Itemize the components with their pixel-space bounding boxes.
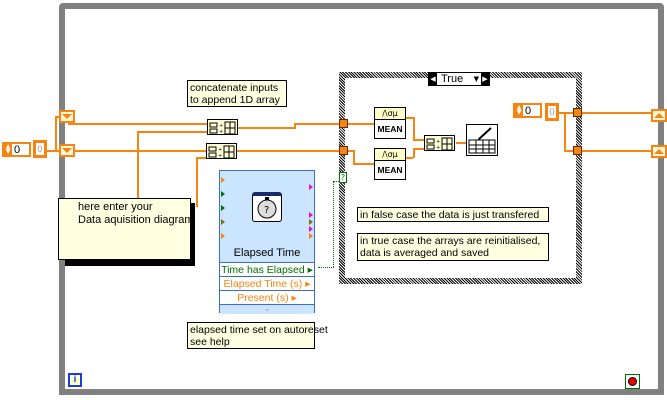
right-numeric-control[interactable]: ▲▼ 0 — [513, 103, 542, 118]
statistics-icon: /\σμ — [375, 108, 405, 120]
note-elapsed-time: elapsed time set on autoreset see help — [187, 322, 328, 349]
mean-node-2[interactable]: /\σμ MEAN — [374, 148, 406, 180]
svg-text:+: + — [219, 129, 223, 135]
stop-condition-icon[interactable] — [625, 374, 640, 389]
express-vi-title: Elapsed Time — [233, 247, 301, 259]
svg-text:?: ? — [264, 205, 269, 216]
build-array-node-3[interactable]: ++ — [424, 135, 455, 151]
left-numeric-value: 0 — [14, 143, 21, 156]
shift-register-right-2[interactable] — [651, 145, 667, 158]
shift-register-left-1[interactable] — [59, 110, 75, 123]
svg-text:+: + — [436, 139, 440, 145]
stopwatch-icon: ? — [252, 192, 282, 222]
note-data-acquisition: here enter your Data aquisition diagram — [58, 198, 194, 260]
case-selector-terminal-icon[interactable]: ? — [339, 172, 347, 183]
right-numeric-value: 0 — [525, 104, 532, 117]
write-spreadsheet-icon[interactable] — [466, 124, 498, 156]
shift-register-up-icon — [654, 113, 664, 118]
case-output-tunnel-2[interactable] — [573, 146, 582, 155]
note-true-case: in true case the arrays are reinitialise… — [357, 233, 549, 261]
svg-text:+: + — [436, 145, 440, 151]
case-input-tunnel-1[interactable] — [339, 119, 348, 128]
mean-node-1[interactable]: /\σμ MEAN — [374, 107, 406, 139]
case-prev-arrow-icon[interactable]: ◀ — [429, 73, 437, 85]
build-array-node-1[interactable]: ++ — [207, 119, 238, 135]
build-array-node-2[interactable]: ++ — [206, 143, 237, 159]
shift-register-down-icon — [62, 148, 72, 153]
svg-text:+: + — [218, 147, 222, 153]
svg-text:+: + — [218, 153, 222, 159]
left-numeric-constant[interactable]: 0 — [33, 140, 47, 158]
right-numeric-constant[interactable]: 0 — [545, 103, 559, 121]
case-output-tunnel-1[interactable] — [573, 108, 582, 117]
left-numeric-control[interactable]: ▲▼ 0 — [2, 142, 31, 157]
svg-text:+: + — [219, 123, 223, 129]
increment-icon[interactable]: ▲▼ — [515, 104, 523, 116]
statistics-icon: /\σμ — [375, 149, 405, 161]
output-elapsed-time[interactable]: Elapsed Time (s) ▸ — [220, 276, 314, 291]
shift-register-up-icon — [654, 149, 664, 154]
case-selector[interactable]: ◀ True ▼ ▶ — [428, 72, 490, 86]
output-time-has-elapsed[interactable]: Time has Elapsed ▸ — [220, 262, 314, 277]
shift-register-left-2[interactable] — [59, 144, 75, 157]
shift-register-right-1[interactable] — [651, 109, 667, 122]
increment-icon[interactable]: ▲▼ — [4, 143, 12, 155]
iteration-terminal-icon[interactable]: i — [68, 373, 82, 387]
case-next-arrow-icon[interactable]: ▶ — [481, 73, 489, 85]
elapsed-time-express-vi[interactable]: ? Elapsed Time Time has Elapsed ▸ Elapse… — [219, 170, 315, 314]
case-dropdown-icon[interactable]: ▼ — [473, 75, 479, 83]
case-selector-label: True — [441, 73, 464, 85]
shift-register-down-icon — [62, 114, 72, 119]
expand-arrow-icon[interactable]: ⌄ — [220, 304, 314, 314]
output-present[interactable]: Present (s) ▸ — [220, 290, 314, 305]
note-concatenate: concatenate inputs to append 1D array — [187, 80, 287, 107]
case-input-tunnel-2[interactable] — [339, 146, 348, 155]
note-false-case: in false case the data is just transfere… — [357, 207, 549, 222]
